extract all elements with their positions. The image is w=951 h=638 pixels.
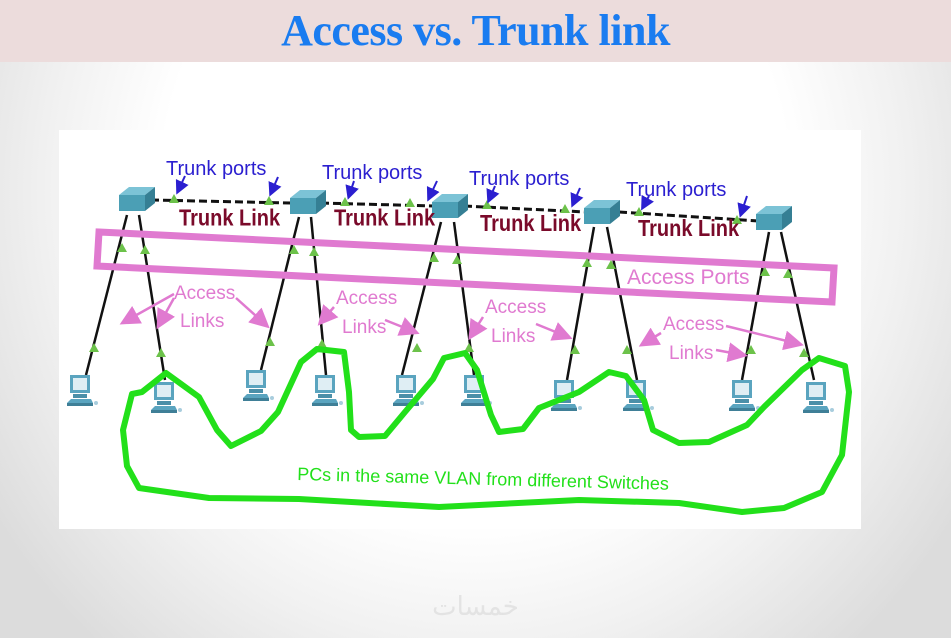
links-label: Links xyxy=(491,326,535,347)
pc-port-marker xyxy=(317,339,327,348)
links-label: Links xyxy=(669,343,713,364)
pc-icon xyxy=(243,370,274,401)
pc-port-marker xyxy=(89,343,99,352)
trunk-ports-label: Trunk ports xyxy=(469,168,569,190)
vlan-outline xyxy=(120,346,852,515)
links-label: Links xyxy=(342,317,386,338)
switches xyxy=(119,187,792,230)
trunk-port-marker xyxy=(482,200,492,209)
pc-port-marker xyxy=(156,348,166,357)
page-title: Access vs. Trunk link xyxy=(281,5,670,55)
pc-icon xyxy=(312,375,343,406)
pc-port-marker xyxy=(464,343,474,352)
trunk-link-label: Trunk Link xyxy=(638,214,739,241)
access-ports-label: Access Ports xyxy=(627,266,750,289)
pc-icon xyxy=(67,375,98,406)
links-label: Links xyxy=(180,311,224,332)
access-port-marker xyxy=(429,253,439,262)
pc-port-marker xyxy=(622,345,632,354)
access-port-marker xyxy=(760,267,770,276)
trunk-port-marker xyxy=(169,194,179,203)
pc-icon xyxy=(151,382,182,413)
switch-icon xyxy=(432,194,468,218)
access-link-10 xyxy=(779,231,816,381)
pc-port-marker xyxy=(265,337,275,346)
switch-icon xyxy=(756,206,792,230)
access-link-9 xyxy=(740,231,771,381)
trunk-link-label: Trunk Link xyxy=(480,210,581,237)
access-port-marker xyxy=(117,243,127,252)
access-ports-highlight xyxy=(93,228,838,306)
access-port-marker xyxy=(289,245,299,254)
trunk-port-arrows xyxy=(175,175,751,218)
access-label: Access xyxy=(485,297,546,318)
trunk-port-marker xyxy=(634,207,644,216)
pc-port-marker xyxy=(799,348,809,357)
pc-port-marker xyxy=(570,345,580,354)
trunk-link-label: Trunk Link xyxy=(334,204,435,231)
access-port-marker xyxy=(140,245,150,254)
access-port-marker xyxy=(606,260,616,269)
trunk-port-marker xyxy=(560,204,570,213)
port-markers xyxy=(89,194,809,357)
switch-icon xyxy=(290,190,326,214)
diagram-canvas: Trunk ports Trunk ports Trunk ports Trun… xyxy=(67,158,852,515)
access-port-marker xyxy=(452,255,462,264)
trunk-port-marker xyxy=(405,198,415,207)
access-label: Access xyxy=(336,288,397,309)
pc-icon xyxy=(729,380,760,411)
access-label: Access xyxy=(663,314,724,335)
access-link-arrows xyxy=(119,292,804,363)
slide-header: Access vs. Trunk link xyxy=(0,0,951,62)
access-port-marker xyxy=(582,258,592,267)
network-diagram: Trunk ports Trunk ports Trunk ports Trun… xyxy=(59,130,861,529)
trunk-port-marker xyxy=(732,215,742,224)
access-link-7 xyxy=(565,226,596,381)
access-port-marker xyxy=(309,247,319,256)
trunk-ports-label: Trunk ports xyxy=(626,179,726,201)
pc-port-marker xyxy=(412,343,422,352)
trunk-ports-label: Trunk ports xyxy=(322,162,422,184)
vlan-caption: PCs in the same VLAN from different Swit… xyxy=(297,464,669,494)
switch-icon xyxy=(584,200,620,224)
trunk-link-label: Trunk Link xyxy=(179,204,280,231)
trunk-port-labels: Trunk ports Trunk ports Trunk ports Trun… xyxy=(166,158,726,201)
trunk-link-labels: Trunk Link Trunk Link Trunk Link Trunk L… xyxy=(179,204,739,241)
access-port-marker xyxy=(783,269,793,278)
pcs xyxy=(67,370,834,413)
access-link-8 xyxy=(605,226,639,381)
trunk-link-2 xyxy=(320,201,435,208)
pc-icon xyxy=(803,382,834,413)
trunk-port-marker xyxy=(340,197,350,206)
pc-port-marker xyxy=(746,345,756,354)
watermark-logo: خمسات xyxy=(432,592,519,622)
switch-icon xyxy=(119,187,155,211)
trunk-ports-label: Trunk ports xyxy=(166,158,266,180)
access-links-labels: Access Links Access Links Access Links A… xyxy=(174,283,724,364)
trunk-port-marker xyxy=(264,196,274,205)
access-label: Access xyxy=(174,283,235,304)
